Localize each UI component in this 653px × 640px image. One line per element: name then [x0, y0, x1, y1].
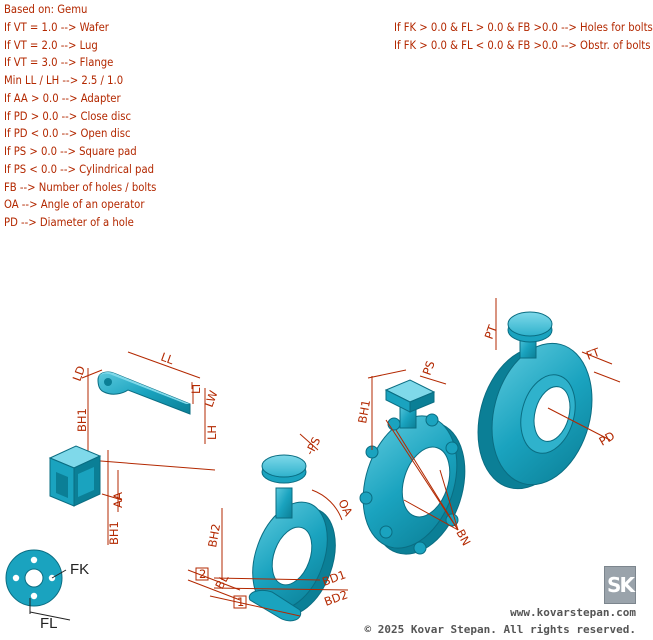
- note-left-line: PD --> Diameter of a hole: [4, 216, 134, 229]
- marker-1: 1: [237, 595, 244, 609]
- note-left-line: If VT = 2.0 --> Lug: [4, 38, 98, 52]
- dim-ld: LD: [70, 364, 88, 383]
- notes-left: Based on: Gemu If VT = 1.0 --> Wafer If VT…: [4, 1, 156, 232]
- dim-bh1-adapter: BH1: [107, 521, 121, 545]
- dim-bh1-lever: BH1: [75, 408, 89, 432]
- dim-bh1-lug: BH1: [355, 399, 373, 425]
- marker-2: 2: [199, 567, 206, 581]
- logo: SK: [604, 566, 636, 604]
- dim-ft: FT: [584, 345, 602, 363]
- dim-aa: AA: [111, 492, 125, 508]
- dim-ps-lug: PS: [420, 359, 438, 377]
- footer-website[interactable]: www.kovarstepan.com: [510, 606, 636, 619]
- dim-ll: LL: [159, 350, 176, 368]
- flange-valve: [477, 311, 593, 490]
- notes-right: If FK > 0.0 & FL > 0.0 & FB >0.0 --> Hol…: [394, 19, 653, 54]
- note-left-line: Min LL / LH --> 2.5 / 1.0: [4, 74, 124, 87]
- marker-2-box: [195, 567, 209, 581]
- note-right-line: If FK > 0.0 & FL < 0.0 & FB >0.0 --> Obs…: [394, 38, 651, 52]
- dim-lh: LH: [205, 425, 219, 440]
- note-left-line: If PD > 0.0 --> Close disc: [4, 109, 132, 123]
- marker-1-box: [233, 595, 247, 609]
- footer-copyright: © 2025 Kovar Stepan. All rights reserved…: [364, 623, 636, 636]
- dim-ps-wafer: -PS: [302, 435, 323, 458]
- legend-fl: FL: [40, 615, 58, 632]
- dim-bn: BN: [453, 527, 473, 548]
- adapter-part: [48, 445, 102, 507]
- note-left-line: If VT = 3.0 --> Flange: [4, 56, 114, 70]
- note-left-line: FB --> Number of holes / bolts: [4, 180, 157, 194]
- note-left-line: OA --> Angle of an operator: [4, 198, 145, 212]
- adapter-dimensions: [101, 450, 123, 545]
- lever-dimensions: [81, 351, 216, 471]
- dim-lw: LW: [202, 389, 221, 410]
- lug-dimensions: [367, 369, 459, 531]
- note-left-line: If PS > 0.0 --> Square pad: [4, 145, 137, 158]
- dim-pd: PD: [597, 429, 618, 449]
- note-left-line: If PS < 0.0 --> Cylindrical pad: [4, 162, 155, 176]
- flange-dimensions: [495, 298, 621, 441]
- dim-oa: OA: [335, 497, 355, 518]
- note-left-line: If AA > 0.0 --> Adapter: [4, 91, 121, 105]
- legend-fk: FK: [70, 561, 89, 578]
- dim-bd2: BD2: [322, 587, 349, 608]
- note-right-line: If FK > 0.0 & FL > 0.0 & FB >0.0 --> Hol…: [394, 21, 653, 34]
- dim-lt: LT: [189, 381, 203, 394]
- dim-pt: PT: [482, 322, 500, 341]
- dim-bl: BL: [212, 572, 231, 592]
- flange-hole-legend: [5, 549, 71, 621]
- dim-bh2: BH2: [205, 523, 223, 549]
- note-left-line: If PD < 0.0 --> Open disc: [4, 127, 131, 141]
- wafer-dimensions: [187, 433, 349, 617]
- note-left-line: If VT = 1.0 --> Wafer: [4, 20, 109, 34]
- lever-part: [97, 371, 191, 415]
- note-left-line: Based on: Gemu: [4, 3, 88, 16]
